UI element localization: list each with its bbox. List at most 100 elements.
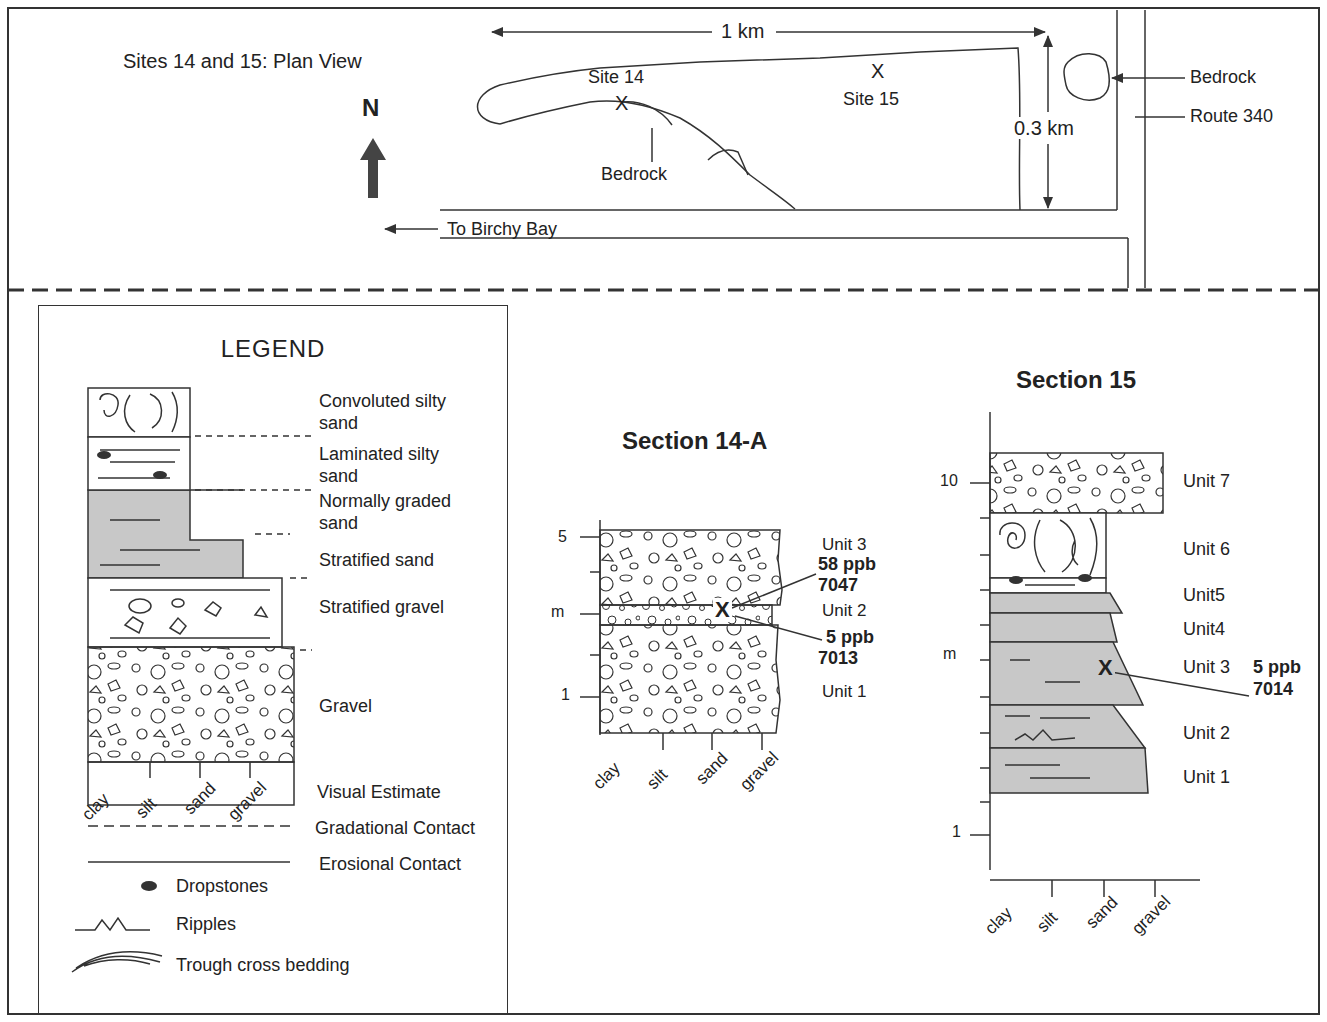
label: Unit 3 bbox=[822, 536, 866, 555]
drawing-line bbox=[970, 834, 990, 836]
drawing-line bbox=[732, 574, 816, 608]
label: Unit 3 bbox=[1183, 658, 1230, 678]
drawing-ellipse bbox=[129, 599, 151, 613]
drawing-path bbox=[990, 613, 1117, 642]
drawing-path bbox=[500, 101, 795, 209]
drawing-line bbox=[440, 209, 1117, 211]
drawing-path bbox=[478, 48, 1021, 210]
drawing-path bbox=[170, 618, 186, 634]
legend-text: Gravel bbox=[319, 696, 372, 718]
legend-text: Gradational Contact bbox=[315, 818, 475, 840]
drawing-line bbox=[1135, 116, 1185, 118]
drawing-line bbox=[761, 733, 763, 750]
legend-text: Trough cross bedding bbox=[176, 955, 349, 977]
axis-label: silt bbox=[133, 795, 161, 823]
drawing-line bbox=[735, 616, 822, 640]
axis-label: sand bbox=[181, 779, 220, 818]
plan-map bbox=[385, 10, 1185, 288]
drawing-line bbox=[980, 517, 990, 519]
label: X bbox=[1096, 656, 1115, 680]
dropstone bbox=[1078, 574, 1092, 582]
drawing-line bbox=[580, 696, 600, 698]
drawing-line bbox=[110, 461, 175, 463]
label: Route 340 bbox=[1190, 107, 1273, 127]
label: Bedrock bbox=[1190, 68, 1256, 88]
legend-text: Convoluted silty sand bbox=[319, 391, 469, 434]
dropstone bbox=[153, 471, 167, 479]
legend-text: Visual Estimate bbox=[317, 782, 441, 804]
legend-text: Dropstones bbox=[176, 876, 268, 898]
drawing-line bbox=[1005, 764, 1060, 766]
drawing-path bbox=[600, 530, 782, 605]
drawing-line bbox=[1051, 880, 1053, 897]
drawing-line bbox=[1045, 681, 1080, 683]
legend-text: Normally graded sand bbox=[319, 491, 479, 534]
drawing-path bbox=[1015, 730, 1075, 740]
label: Bedrock bbox=[601, 165, 667, 185]
drawing-line bbox=[1025, 584, 1075, 586]
drawing-line bbox=[980, 554, 990, 556]
drawing-line bbox=[255, 533, 290, 535]
label: 5 ppb bbox=[1253, 658, 1301, 678]
drawing-line bbox=[149, 762, 151, 778]
dropstone bbox=[1009, 576, 1023, 584]
label: 5 ppb bbox=[826, 628, 874, 648]
drawing-line bbox=[88, 825, 290, 827]
label: 0.3 km bbox=[1012, 117, 1076, 139]
drawing-line bbox=[492, 31, 712, 33]
drawing-line bbox=[651, 128, 653, 162]
drawing-rect bbox=[88, 578, 282, 647]
label: Unit 2 bbox=[822, 602, 866, 621]
legend-box: LEGENDConvoluted silty sandLaminated sil… bbox=[38, 305, 508, 1015]
drawing-line bbox=[120, 549, 200, 551]
drawing-line bbox=[980, 732, 990, 734]
drawing-line bbox=[88, 861, 290, 863]
drawing-path bbox=[205, 602, 221, 616]
drawing-path bbox=[88, 490, 243, 578]
label: X bbox=[615, 92, 628, 114]
label: 7014 bbox=[1253, 680, 1293, 700]
drawing-line bbox=[110, 637, 270, 639]
legend-text: Erosional Contact bbox=[319, 854, 461, 876]
drawing-line bbox=[980, 659, 990, 661]
axis-label: clay bbox=[982, 904, 1017, 939]
north-arrow bbox=[360, 138, 386, 198]
label: Unit 1 bbox=[822, 683, 866, 702]
label: 7047 bbox=[818, 576, 858, 596]
drawing-line bbox=[970, 482, 990, 484]
drawing-line bbox=[1112, 77, 1185, 79]
drawing-line bbox=[980, 589, 990, 591]
label: To Birchy Bay bbox=[447, 220, 557, 240]
label: N bbox=[362, 95, 379, 121]
drawing-line bbox=[249, 762, 251, 778]
drawing-path bbox=[1000, 518, 1097, 575]
axis-label: gravel bbox=[737, 749, 783, 795]
drawing-line bbox=[385, 228, 438, 230]
drawing-path bbox=[600, 625, 780, 733]
drawing-line bbox=[1127, 238, 1129, 288]
drawing-path bbox=[600, 605, 772, 625]
drawing-rect bbox=[990, 513, 1106, 578]
drawing-path bbox=[255, 607, 267, 617]
drawing-line bbox=[195, 489, 312, 491]
label: 1 bbox=[561, 686, 570, 704]
drawing-line bbox=[100, 449, 180, 451]
label: Unit 7 bbox=[1183, 472, 1230, 492]
drawing-path bbox=[990, 593, 1122, 613]
legend-column bbox=[72, 388, 312, 972]
drawing-line bbox=[980, 767, 990, 769]
label: Site 14 bbox=[588, 68, 644, 88]
label: 10 bbox=[940, 472, 958, 490]
drawing-line bbox=[290, 577, 310, 579]
axis-label: gravel bbox=[225, 779, 271, 825]
axis-label: sand bbox=[693, 749, 732, 788]
drawing-line bbox=[1103, 880, 1105, 897]
drawing-line bbox=[990, 879, 1200, 881]
plan-title: Sites 14 and 15: Plan View bbox=[123, 50, 362, 72]
section-15 bbox=[970, 412, 1249, 897]
label: 1 bbox=[952, 823, 961, 841]
drawing-line bbox=[110, 589, 270, 591]
drawing-line bbox=[300, 649, 312, 651]
